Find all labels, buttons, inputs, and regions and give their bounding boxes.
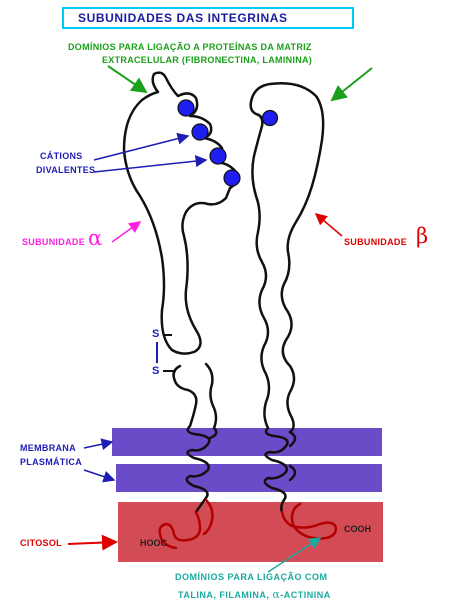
hooc-terminus-label: HOOC [140,539,167,548]
arrow-cytosol [68,542,116,544]
arrow-membrane-1 [84,442,112,448]
membrane-lower-leaflet [116,464,382,492]
cations-label-line1: CÁTIONS [40,152,83,161]
disulfide-s-bottom: S [152,366,159,377]
cytosol-label: CITOSOL [20,539,62,548]
alpha-symbol: α [88,228,102,249]
arrow-cations-1 [94,136,188,160]
cation-2 [192,124,208,140]
arrow-cations-2 [94,160,206,172]
arrow-membrane-2 [84,470,114,480]
beta-symbol: β [416,226,428,247]
diagram-title: SUBUNIDADES DAS INTEGRINAS [78,12,288,24]
membrane-upper-leaflet [112,428,382,456]
matrix-domains-label-line1: DOMÍNIOS PARA LIGAÇÃO A PROTEÍNAS DA MAT… [68,43,312,52]
subunit-beta-label: SUBUNIDADE [344,238,407,247]
membrane-label-line2: PLASMÁTICA [20,458,82,467]
arrow-matrix-alpha [108,66,146,92]
cyto-domains-label-line1: DOMÍNIOS PARA LIGAÇÃO COM [175,573,328,582]
cyto-domains-prefix: TALINA, FILAMINA, [178,590,272,600]
cation-4 [224,170,240,186]
cation-beta [263,111,278,126]
cyto-domains-suffix: -ACTININA [280,590,331,600]
arrow-subunit-alpha [112,222,140,242]
subunit-alpha-label: SUBUNIDADE [22,238,85,247]
membrane-label-line1: MEMBRANA [20,444,76,453]
cations-label-line2: DIVALENTES [36,166,95,175]
cooh-terminus-label: COOH [344,525,371,534]
cation-3 [210,148,226,164]
arrow-matrix-beta [332,68,372,100]
matrix-domains-label-line2: EXTRACELULAR (FIBRONECTINA, LAMININA) [102,56,312,65]
cyto-domains-label-line2: TALINA, FILAMINA, α-ACTININA [178,589,331,600]
cation-1 [178,100,194,116]
arrow-subunit-beta [316,214,342,236]
disulfide-s-top: S [152,329,159,340]
